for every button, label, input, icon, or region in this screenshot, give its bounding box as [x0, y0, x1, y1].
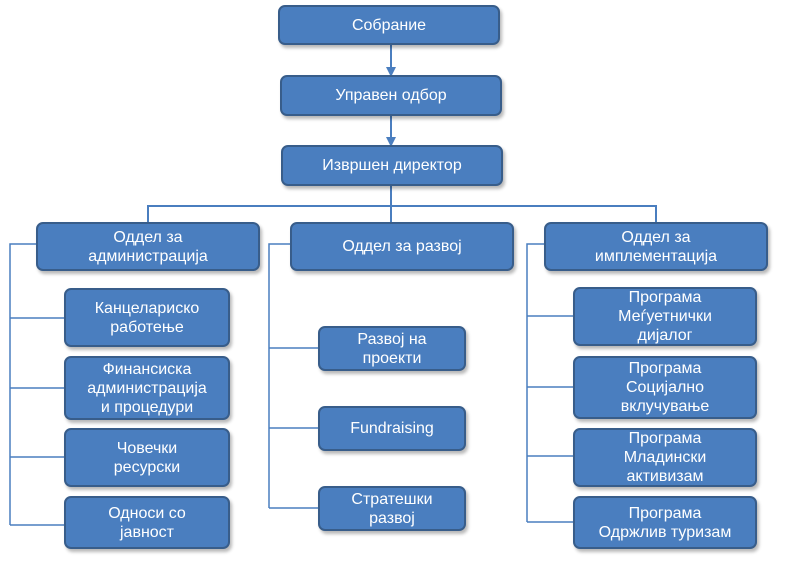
unit-finance: Финансиска администрација и процедури [64, 356, 230, 420]
department-development: Оддел за развој [290, 222, 514, 271]
unit-social-inclusion: Програма Социјално вклучување [573, 356, 757, 419]
unit-pr: Односи со јавност [64, 496, 230, 549]
node-director: Извршен директор [281, 145, 503, 186]
node-assembly: Собрание [278, 5, 500, 45]
connector-development-spine [268, 243, 292, 508]
connector-implementation-spine [526, 243, 546, 522]
department-implementation: Оддел за имплементација [544, 222, 768, 271]
unit-interethnic: Програма Меѓуетнички дијалог [573, 287, 757, 346]
unit-strategic-dev: Стратешки развој [318, 486, 466, 531]
unit-office-work: Канцелариско работење [64, 288, 230, 347]
connector-administration-spine [9, 243, 38, 525]
unit-sustainable-tourism: Програма Одржлив туризам [573, 496, 757, 549]
node-board: Управен одбор [280, 75, 502, 116]
unit-youth-activism: Програма Младински активизам [573, 428, 757, 487]
unit-project-dev: Развој на проекти [318, 326, 466, 371]
department-administration: Оддел за администрација [36, 222, 260, 271]
unit-fundraising: Fundraising [318, 406, 466, 451]
unit-hr: Човечки ресурски [64, 428, 230, 487]
connector-director-to-departments [147, 205, 657, 222]
